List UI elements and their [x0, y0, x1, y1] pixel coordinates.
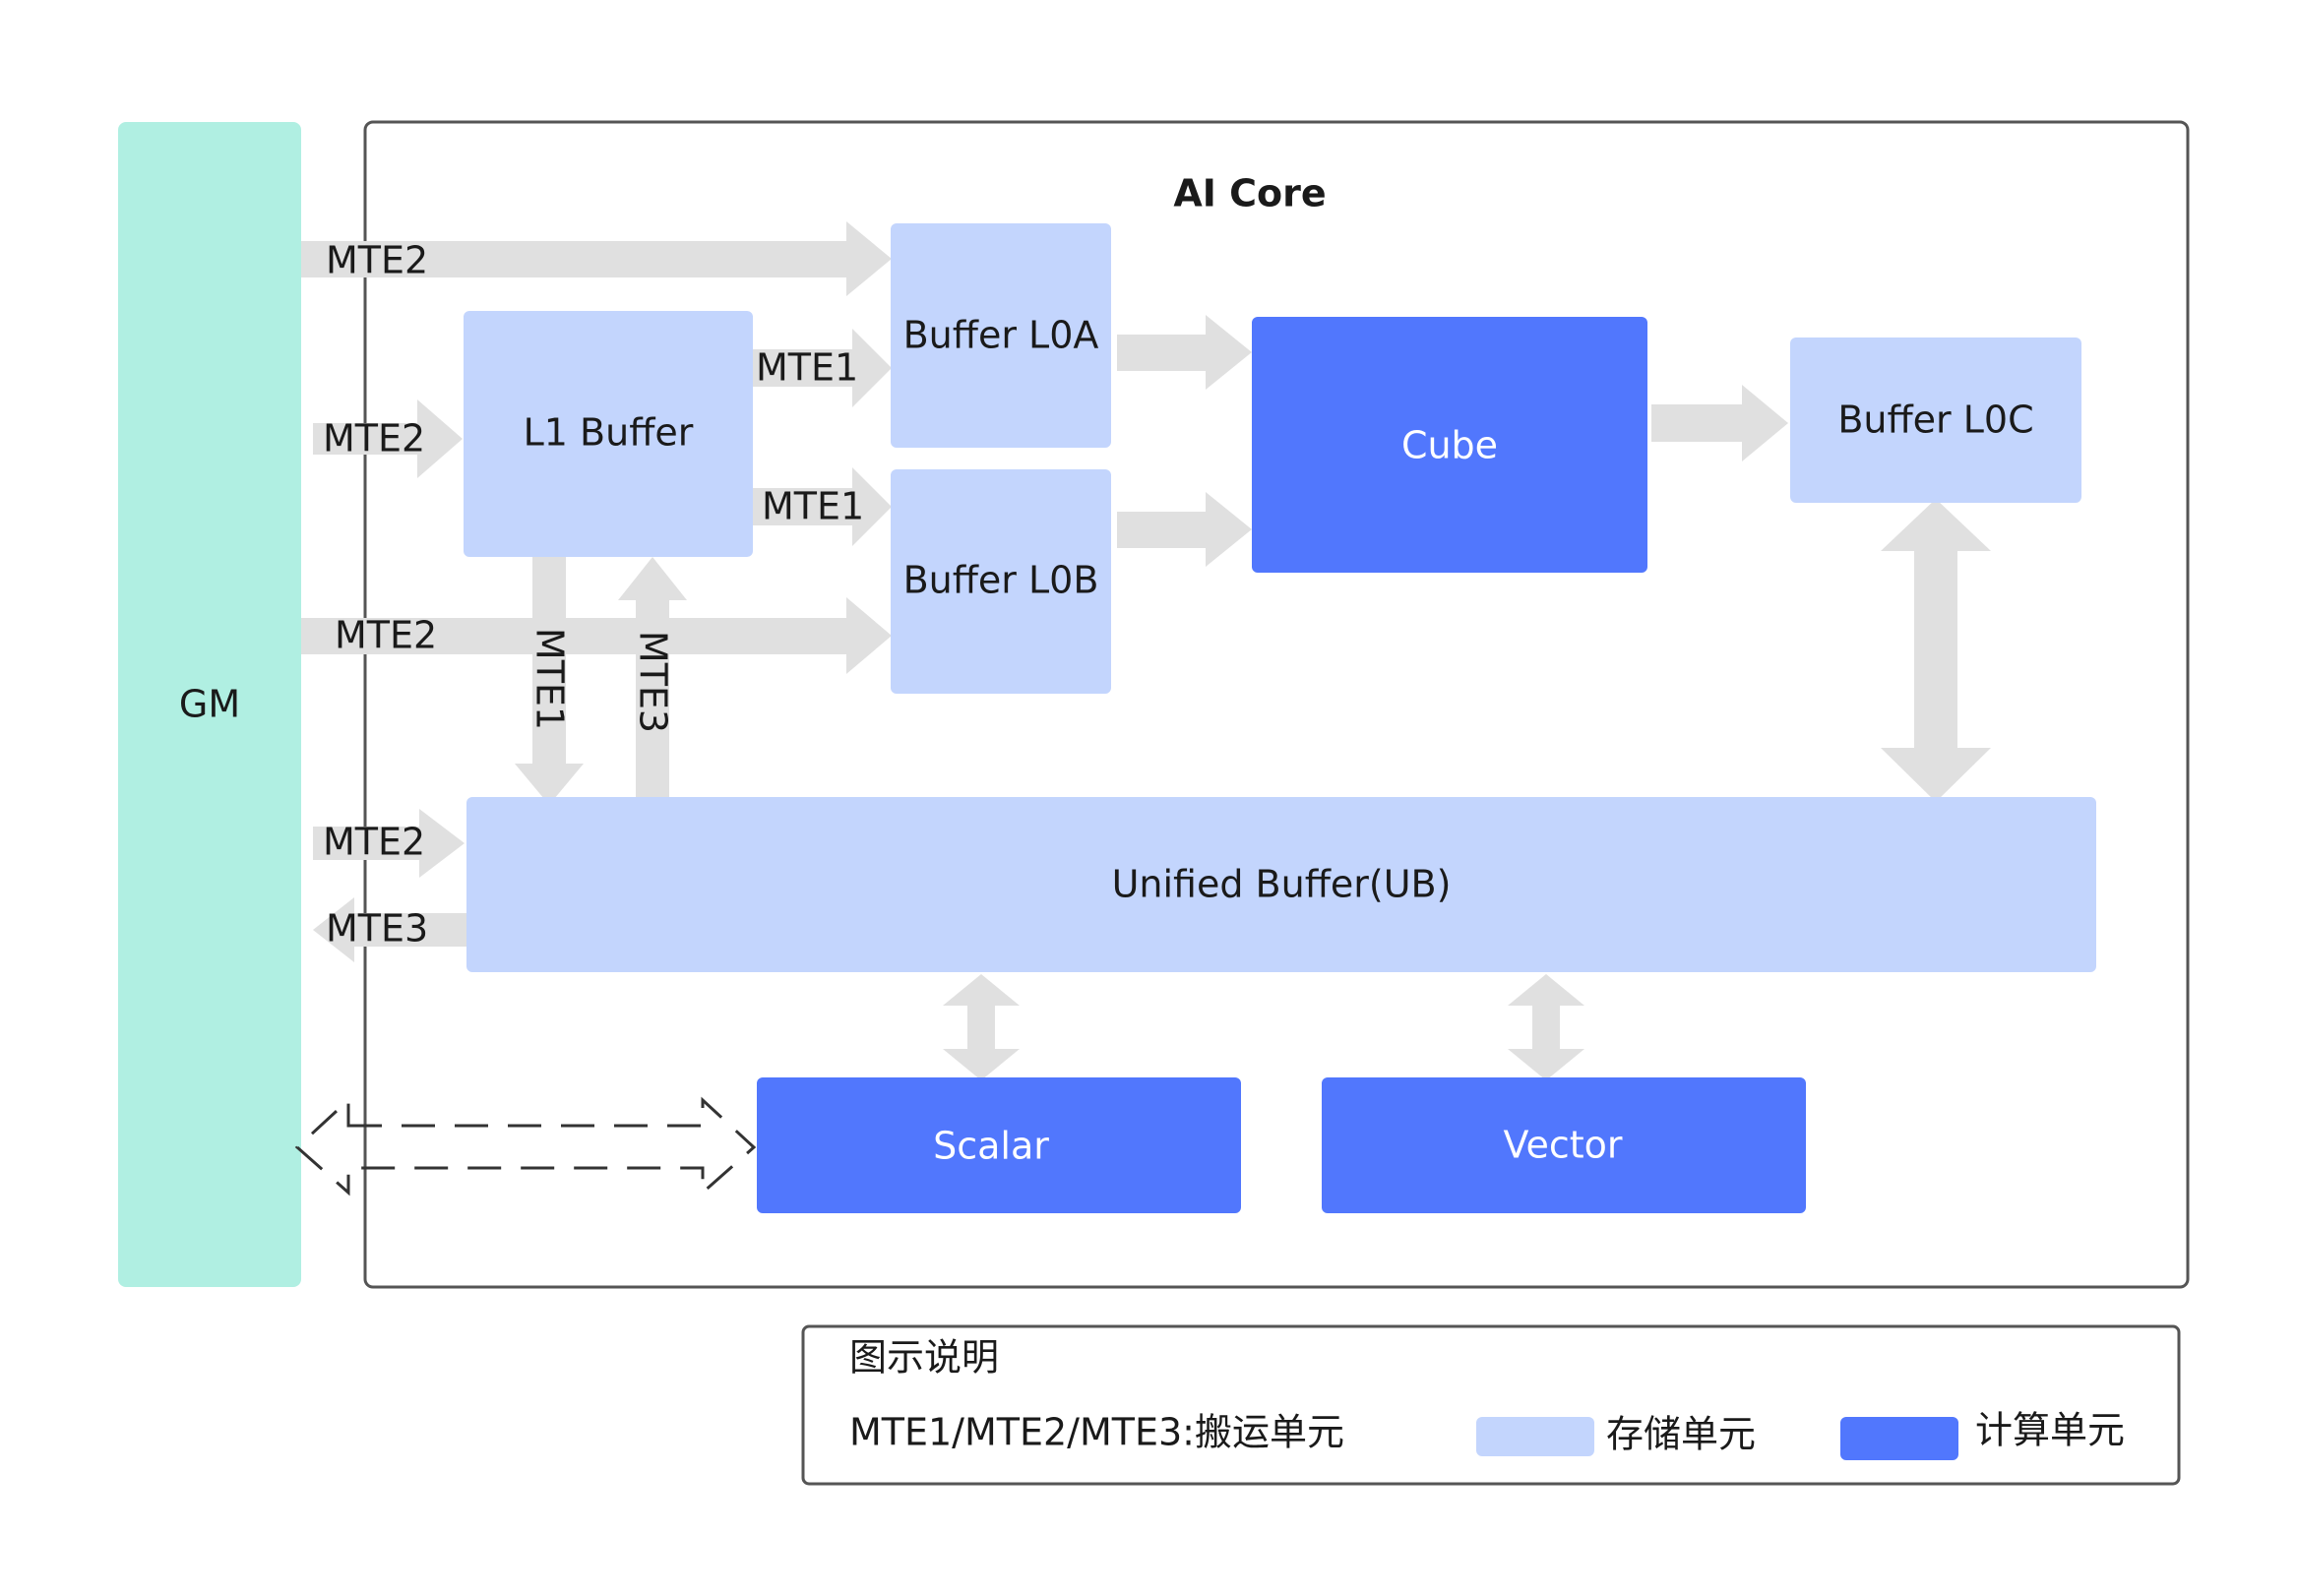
- legend-compute-label: 计算单元: [1975, 1409, 2125, 1452]
- arrow-cube-to-l0c: [1651, 385, 1788, 461]
- buffer-l0a-label: Buffer L0A: [903, 314, 1099, 357]
- vector-block: [1322, 1077, 1806, 1213]
- label-mte3-ub-l1: MTE3: [632, 631, 675, 733]
- arrow-l0b-to-cube: [1117, 492, 1252, 567]
- label-mte3-ub-gm: MTE3: [326, 907, 428, 951]
- buffer-l0c-label: Buffer L0C: [1837, 399, 2033, 442]
- cube-block: [1252, 317, 1647, 573]
- arrow-gm-to-ub: [313, 809, 465, 878]
- legend-compute-swatch: [1840, 1417, 1958, 1460]
- arrow-ub-vector-bidirectional: [1508, 974, 1584, 1080]
- arrow-ub-to-gm: [315, 913, 466, 947]
- legend-transfer-label: MTE1/MTE2/MTE3:搬运单元: [849, 1411, 1344, 1454]
- arrow-l1-to-l0a: [753, 329, 892, 407]
- label-mte2-gm-l1: MTE2: [323, 417, 425, 460]
- l1-buffer-label: L1 Buffer: [524, 411, 694, 455]
- ai-core-title: AI Core: [1173, 172, 1326, 215]
- arrow-gm-to-l0b: [301, 597, 892, 674]
- gm-label: GM: [179, 683, 240, 726]
- label-mte1-l1-ub: MTE1: [528, 628, 572, 730]
- arrow-l0c-ub-bidirectional: [1881, 499, 1991, 802]
- arrow-gm-to-l1: [313, 399, 463, 478]
- ai-core-frame: [363, 120, 2190, 1289]
- arrow-gm-to-l0a: [301, 221, 892, 296]
- legend-title: 图示说明: [849, 1336, 999, 1380]
- label-mte2-gm-l0b: MTE2: [335, 614, 437, 657]
- legend-storage-label: 存储单元: [1606, 1413, 1756, 1456]
- legend-frame: [801, 1324, 2181, 1486]
- arrow-gm-scalar-dashed: [294, 1096, 757, 1197]
- arrow-ub-to-gm-head: [313, 897, 354, 962]
- gm-block: [118, 122, 301, 1287]
- scalar-label: Scalar: [933, 1125, 1049, 1168]
- buffer-l0a-block: [891, 223, 1111, 448]
- buffer-l0b-label: Buffer L0B: [903, 559, 1099, 602]
- scalar-block: [757, 1077, 1241, 1213]
- label-mte1-l1-l0b: MTE1: [762, 485, 864, 528]
- arrow-ub-to-l1: [618, 557, 687, 797]
- arrow-l1-to-ub: [515, 557, 584, 805]
- label-mte2-gm-l0a: MTE2: [326, 239, 428, 282]
- arrow-ub-scalar-bidirectional: [943, 974, 1020, 1080]
- legend-storage-swatch: [1476, 1417, 1594, 1456]
- l1-buffer-block: [464, 311, 753, 557]
- arrow-l0a-to-cube: [1117, 315, 1252, 390]
- label-mte1-l1-l0a: MTE1: [756, 346, 858, 390]
- cube-label: Cube: [1401, 424, 1498, 467]
- buffer-l0c-block: [1790, 338, 2081, 503]
- unified-buffer-block: [466, 797, 2096, 972]
- arrow-l1-to-l0b: [753, 467, 892, 546]
- buffer-l0b-block: [891, 469, 1111, 694]
- unified-buffer-label: Unified Buffer(UB): [1112, 863, 1452, 906]
- vector-label: Vector: [1503, 1124, 1622, 1167]
- label-mte2-gm-ub: MTE2: [323, 821, 425, 864]
